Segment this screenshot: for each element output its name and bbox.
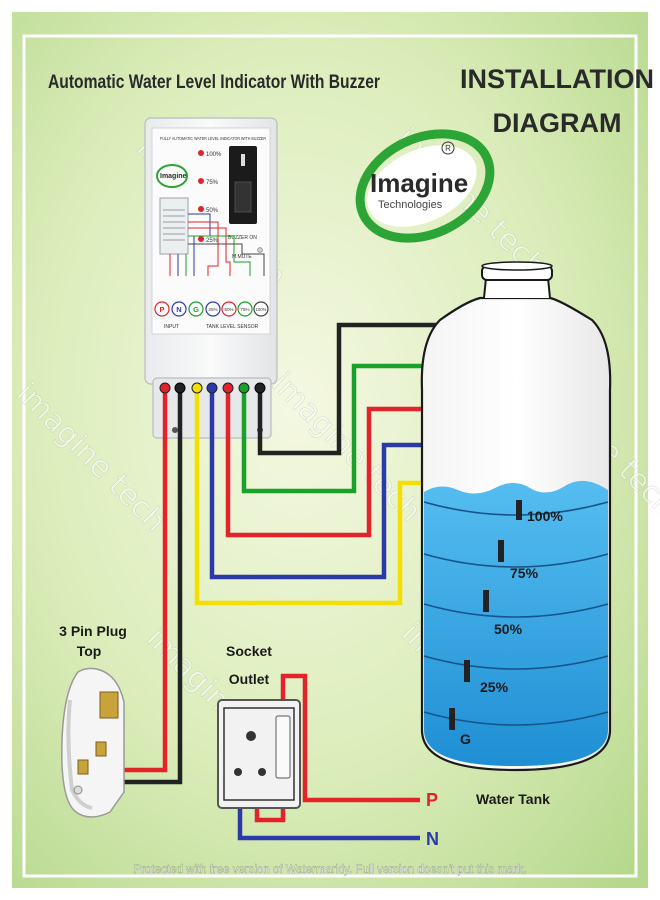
tank-cap-top <box>481 261 553 271</box>
plug-label-line2: Top <box>77 643 102 659</box>
watermark-notice: Protected with free version of Watermark… <box>134 864 527 876</box>
plug-neutral-pin <box>77 759 89 775</box>
install-title-line1: INSTALLATION <box>460 64 654 94</box>
device-connectors <box>159 382 266 394</box>
logo-fill <box>367 145 477 227</box>
led-25-indicator <box>198 236 204 242</box>
terminal-badges: P N G 25% 50% 75% 100% INPUT TANK LEVEL … <box>154 301 269 330</box>
socket-neutral-hole <box>258 768 266 776</box>
registered-mark: R <box>445 144 451 153</box>
tank-label: Water Tank <box>476 791 550 807</box>
level-ring-100 <box>423 501 609 516</box>
tank-level-label: 25% <box>480 679 509 695</box>
diagram-title: Automatic Water Level Indicator With Buz… <box>48 71 380 93</box>
wiring <box>102 322 522 841</box>
probe-25 <box>464 660 470 682</box>
screw-hole <box>172 427 178 433</box>
level-ring-75 <box>423 553 609 568</box>
probe-100 <box>516 500 522 520</box>
wire-red-socket <box>280 673 420 803</box>
input-label: INPUT <box>164 324 179 330</box>
device-logo <box>156 164 188 188</box>
mute-button[interactable] <box>257 247 263 253</box>
logo-name: Imagine <box>370 168 468 198</box>
registered-icon <box>441 141 455 155</box>
install-title-line2: DIAGRAM <box>493 108 622 138</box>
led-label: 100% <box>206 152 222 158</box>
terminal-label: 75% <box>240 307 249 312</box>
socket-earth-hole <box>246 731 256 741</box>
plug-earth-pin <box>99 691 119 719</box>
power-switch-mark <box>241 154 245 166</box>
led-50-indicator <box>198 206 204 212</box>
power-switch-rocker <box>234 181 252 213</box>
led-label: 50% <box>206 208 219 214</box>
device-header: FULLY AUTOMATIC WATER LEVEL INDICATOR WI… <box>160 136 267 141</box>
level-ring-50 <box>423 603 609 618</box>
terminal-label: G <box>193 305 199 314</box>
socket-switch[interactable] <box>275 715 291 779</box>
socket-outlet <box>217 699 301 809</box>
logo-swoosh <box>355 129 495 243</box>
tank-level-label: 50% <box>494 621 523 637</box>
terminal-label: P <box>159 305 164 314</box>
tank-water <box>424 480 608 766</box>
level-ring-bottom <box>423 711 609 726</box>
plug-label-line1: 3 Pin Plug <box>59 623 127 639</box>
faceplate-schematic <box>159 197 265 276</box>
led-75-indicator <box>198 178 204 184</box>
socket-label-line2: Outlet <box>229 671 270 687</box>
socket-label-line1: Socket <box>226 643 272 659</box>
logo-sub: Technologies <box>378 199 443 211</box>
probe-ground <box>449 708 455 730</box>
mute-label: M.MUTE <box>232 254 252 260</box>
plug-screw-icon <box>73 785 83 795</box>
socket-frame <box>223 707 295 801</box>
water-tank: 100% 75% 50% 25% G <box>420 261 612 772</box>
terminal-label: N <box>176 305 181 314</box>
sensor-label: TANK LEVEL SENSOR <box>206 324 259 330</box>
phase-label: P <box>426 790 438 810</box>
device-led-group: 100% 75% 50% 25% <box>198 150 222 244</box>
socket-live-hole <box>234 768 242 776</box>
probe-50 <box>483 590 489 612</box>
plug-body-shade <box>66 699 93 810</box>
tank-ground-label: G <box>460 731 471 747</box>
probe-75 <box>498 540 504 562</box>
terminal-label: 50% <box>224 307 233 312</box>
brand-logo: Imagine Technologies R <box>355 129 495 243</box>
three-pin-plug <box>61 667 125 818</box>
terminal-label: 100% <box>256 307 267 312</box>
buzzer-label: BUZZER ON <box>228 235 257 241</box>
tank-level-label: 100% <box>527 508 563 524</box>
led-label: 75% <box>206 180 219 186</box>
terminal-label: 25% <box>208 307 217 312</box>
tank-level-label: 75% <box>510 565 539 581</box>
panel-border <box>22 34 638 878</box>
led-label: 25% <box>206 238 219 244</box>
wire-black-plug <box>102 392 183 785</box>
plug-live-pin <box>95 741 107 757</box>
led-100-indicator <box>198 150 204 156</box>
plug-body <box>61 667 125 818</box>
neutral-label: N <box>426 829 439 849</box>
level-ring-25 <box>423 655 609 670</box>
device-brand: Imagine <box>160 173 187 180</box>
indicator-device: FULLY AUTOMATIC WATER LEVEL INDICATOR WI… <box>144 117 278 439</box>
